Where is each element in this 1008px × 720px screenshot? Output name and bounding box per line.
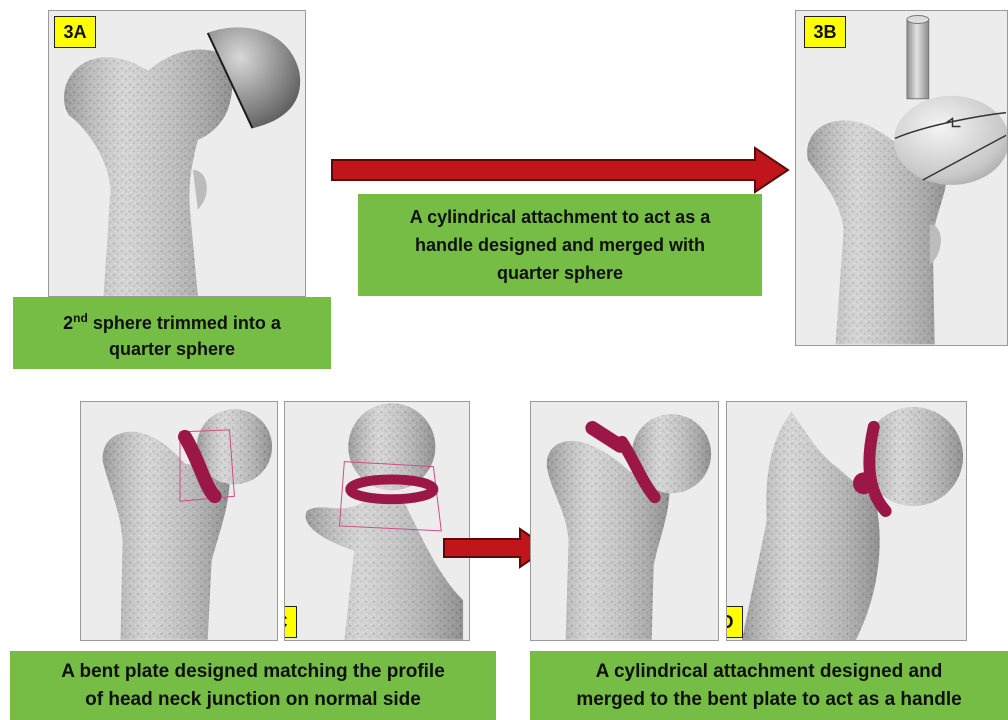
caption-3c: A bent plate designed matching the profi… (10, 651, 496, 720)
label-3c: 3C (284, 606, 297, 638)
panel-3a: 3A (48, 10, 306, 297)
caption-3c-line1: A bent plate designed matching the profi… (61, 658, 445, 686)
label-3a: 3A (54, 16, 96, 48)
label-3d: 3D (726, 606, 743, 638)
caption-3b-line3: quarter sphere (497, 259, 623, 287)
femur-3d-left-illustration (531, 402, 718, 640)
caption-3d-line1: A cylindrical attachment designed and (596, 658, 943, 686)
panel-3c-right: 3C (284, 401, 470, 641)
femur-3a-illustration (49, 11, 305, 296)
label-3b: 3B (804, 16, 846, 48)
caption-3b-line1: A cylindrical attachment to act as a (410, 203, 710, 231)
caption-3a-rest: sphere trimmed into a (88, 313, 281, 333)
femur-3b-illustration (796, 11, 1007, 345)
panel-3c-left (80, 401, 278, 641)
caption-3a-line2: quarter sphere (109, 336, 235, 362)
femur-3c-right-illustration (285, 402, 469, 640)
femur-3d-right-illustration (727, 402, 966, 640)
caption-3c-line2: of head neck junction on normal side (85, 686, 421, 714)
caption-3b: A cylindrical attachment to act as a han… (358, 194, 762, 296)
femur-3c-left-illustration (81, 402, 277, 640)
caption-3a: 2nd sphere trimmed into a quarter sphere (13, 297, 331, 369)
caption-3d-line2: merged to the bent plate to act as a han… (576, 686, 961, 714)
caption-3d: A cylindrical attachment designed and me… (530, 651, 1008, 720)
arrow-3a-to-3b (330, 146, 790, 194)
panel-3d-left (530, 401, 719, 641)
caption-3a-pre: 2 (63, 313, 73, 333)
caption-3a-sup: nd (73, 311, 88, 325)
caption-3a-line1: 2nd sphere trimmed into a (63, 305, 281, 336)
caption-3b-line2: handle designed and merged with (415, 231, 705, 259)
panel-3d-right: 3D (726, 401, 967, 641)
panel-3b: 3B (795, 10, 1008, 346)
